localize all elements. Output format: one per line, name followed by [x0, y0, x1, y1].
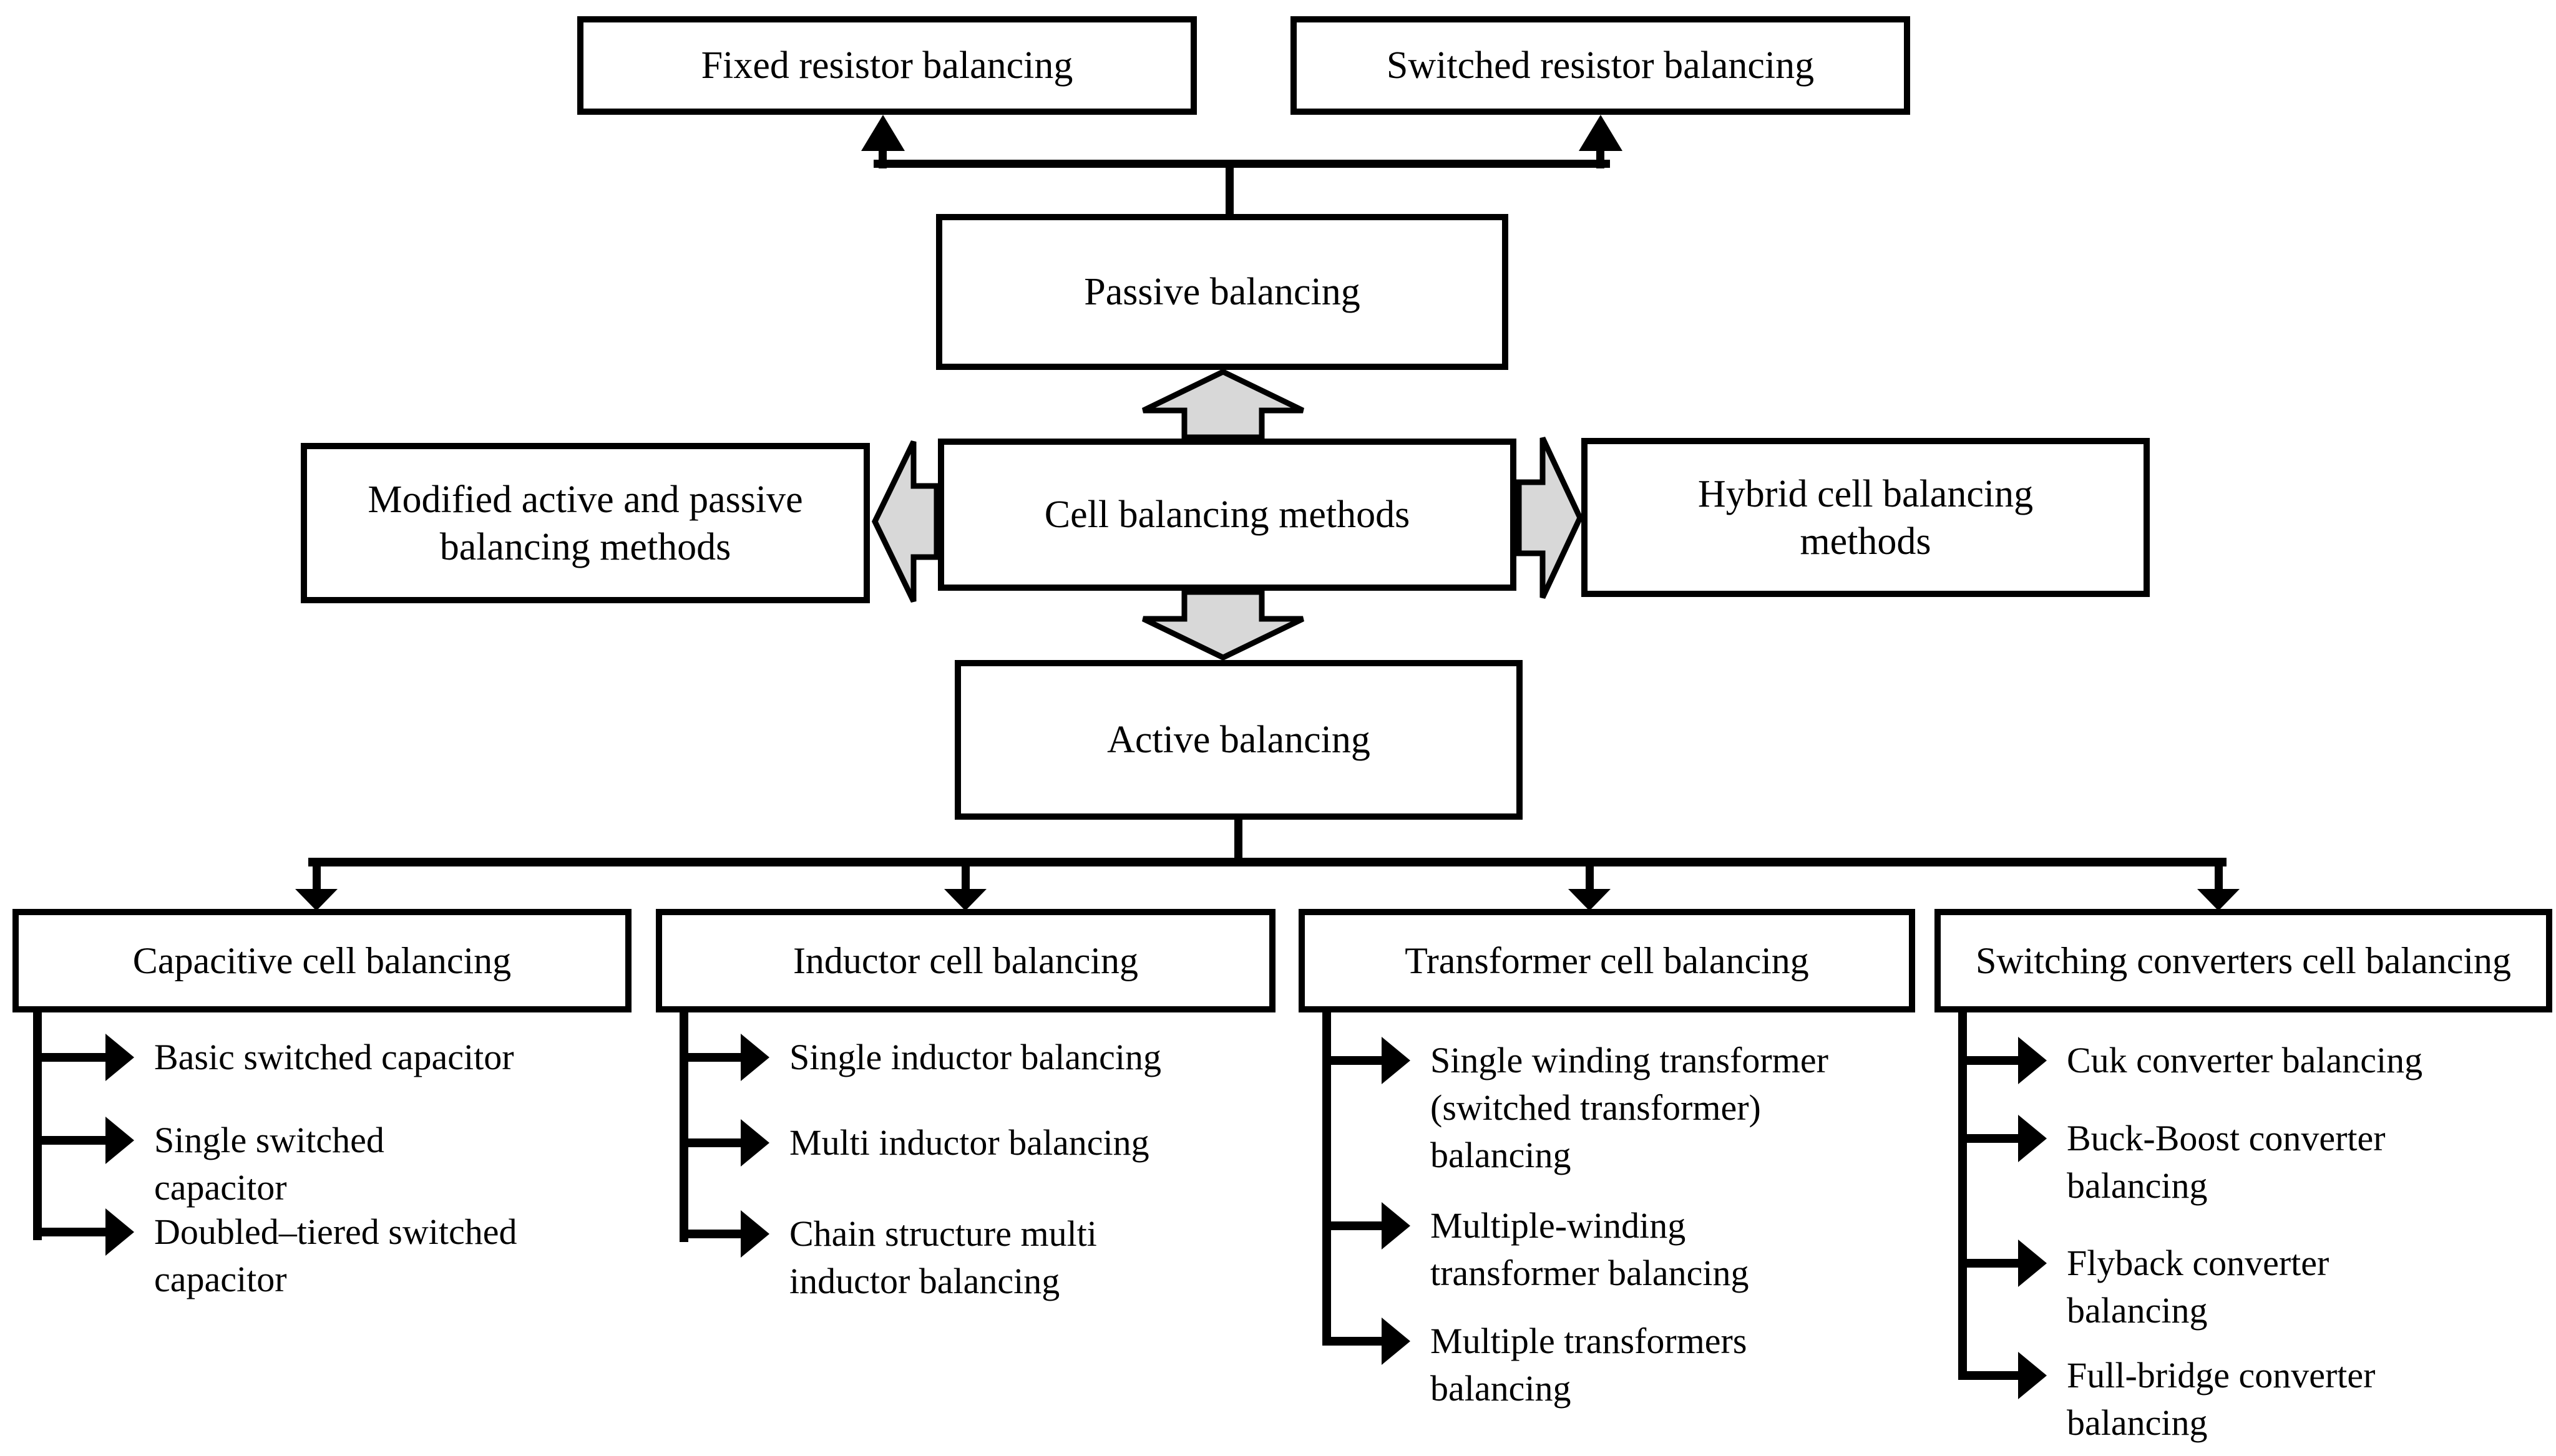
bottom-tree-stem-2 [962, 865, 970, 893]
list-item-basic-switched-capacitor: Basic switched capacitor [154, 1037, 514, 1077]
transformer-item-line-2 [1322, 1221, 1385, 1230]
box-cell-balancing-methods-label: Cell balancing methods [1044, 493, 1410, 536]
box-fixed-resistor-balancing-label: Fixed resistor balancing [701, 44, 1073, 87]
list-item-single-switched-capacitor: Single switched capacitor [154, 1120, 384, 1208]
transformer-item-arrowhead-2-icon [1382, 1202, 1410, 1250]
capacitive-item-line-3 [33, 1228, 108, 1236]
passive-top-stem [1226, 166, 1234, 216]
box-switching-converters-cell-balancing: Switching converters cell balancing [1934, 909, 2552, 1012]
switching-item-arrowhead-1-icon [2018, 1037, 2047, 1084]
list-item-multiple-winding-transformer: Multiple-winding transformer balancing [1430, 1205, 1749, 1293]
list-item-buck-boost-converter-balancing: Buck-Boost converter balancing [2067, 1118, 2386, 1206]
capacitive-item-line-1 [33, 1053, 108, 1062]
box-capacitive-cell-balancing: Capacitive cell balancing [12, 909, 632, 1012]
list-item-cuk-converter-balancing: Cuk converter balancing [2067, 1040, 2423, 1080]
box-transformer-cell-balancing: Transformer cell balancing [1299, 909, 1915, 1012]
transformer-vertical-line [1322, 1008, 1331, 1346]
switching-item-arrowhead-3-icon [2018, 1240, 2047, 1287]
list-item-multiple-transformers-balancing: Multiple transformers balancing [1430, 1321, 1747, 1409]
box-hybrid-cell-balancing: Hybrid cell balancing methods [1581, 438, 2150, 597]
switching-vertical-line [1958, 1008, 1967, 1380]
box-passive-balancing-label: Passive balancing [1084, 271, 1360, 313]
bottom-tree-stem-4 [2215, 865, 2223, 893]
block-arrow-left-icon [871, 440, 940, 603]
transformer-item-arrowhead-3-icon [1382, 1318, 1410, 1365]
block-arrow-right-icon [1516, 437, 1583, 599]
list-item-multi-inductor-balancing: Multi inductor balancing [789, 1122, 1149, 1163]
box-modified-active-passive-label: Modified active and passive balancing me… [368, 478, 803, 568]
active-bottom-stem [1234, 818, 1242, 860]
switching-item-arrowhead-4-icon [2018, 1352, 2047, 1399]
list-item-single-inductor-balancing: Single inductor balancing [789, 1037, 1161, 1077]
arrowhead-down-to-capacitive-icon [295, 889, 338, 911]
inductor-vertical-line [680, 1008, 688, 1242]
box-switched-resistor-balancing-label: Switched resistor balancing [1386, 44, 1815, 87]
bottom-tree-stem-3 [1586, 865, 1594, 893]
switching-item-line-2 [1958, 1134, 2022, 1143]
inductor-item-arrowhead-2-icon [741, 1119, 769, 1167]
capacitive-item-arrowhead-3-icon [105, 1208, 134, 1256]
box-cell-balancing-methods: Cell balancing methods [938, 439, 1516, 591]
list-item-single-winding-transformer: Single winding transformer (switched tra… [1430, 1040, 1828, 1175]
box-active-balancing: Active balancing [955, 660, 1523, 820]
transformer-item-line-3 [1322, 1337, 1385, 1346]
block-arrow-down-icon [1142, 589, 1304, 661]
box-passive-balancing: Passive balancing [936, 214, 1508, 370]
box-inductor-cell-balancing: Inductor cell balancing [656, 909, 1276, 1012]
arrowhead-down-to-inductor-icon [944, 889, 987, 911]
bottom-tree-horizontal-line [308, 858, 2227, 866]
arrowhead-up-to-switched-resistor-icon [1579, 115, 1622, 151]
box-switched-resistor-balancing: Switched resistor balancing [1290, 16, 1910, 115]
switching-item-line-3 [1958, 1259, 2022, 1268]
capacitive-item-arrowhead-2-icon [105, 1117, 134, 1164]
box-capacitive-cell-balancing-label: Capacitive cell balancing [132, 940, 512, 981]
capacitive-vertical-line [33, 1008, 42, 1240]
switching-item-line-1 [1958, 1056, 2022, 1065]
inductor-item-line-1 [680, 1053, 744, 1062]
box-transformer-cell-balancing-label: Transformer cell balancing [1405, 940, 1809, 981]
inductor-item-line-3 [680, 1230, 744, 1238]
transformer-item-line-1 [1322, 1056, 1385, 1065]
top-tree-horizontal-line [874, 160, 1610, 168]
switching-item-arrowhead-2-icon [2018, 1115, 2047, 1162]
box-hybrid-cell-balancing-label: Hybrid cell balancing methods [1697, 472, 2034, 563]
inductor-item-arrowhead-3-icon [741, 1210, 769, 1258]
list-item-flyback-converter-balancing: Flyback converter balancing [2067, 1243, 2329, 1331]
inductor-item-line-2 [680, 1138, 744, 1147]
list-item-full-bridge-converter-balancing: Full-bridge converter balancing [2067, 1355, 2376, 1443]
transformer-item-arrowhead-1-icon [1382, 1037, 1410, 1084]
capacitive-item-arrowhead-1-icon [105, 1034, 134, 1081]
box-modified-active-passive: Modified active and passive balancing me… [301, 443, 870, 603]
box-fixed-resistor-balancing: Fixed resistor balancing [577, 16, 1197, 115]
block-arrow-up-icon [1142, 368, 1304, 440]
list-item-chain-structure-multi-inductor: Chain structure multi inductor balancing [789, 1213, 1097, 1301]
bottom-tree-stem-1 [313, 865, 321, 893]
capacitive-item-line-2 [33, 1136, 108, 1145]
list-item-doubled-tiered-switched-capacitor: Doubled–tiered switched capacitor [154, 1211, 517, 1299]
switching-item-line-4 [1958, 1371, 2022, 1380]
arrowhead-down-to-switching-icon [2197, 889, 2240, 911]
box-active-balancing-label: Active balancing [1107, 719, 1370, 761]
box-inductor-cell-balancing-label: Inductor cell balancing [793, 940, 1139, 981]
box-switching-converters-cell-balancing-label: Switching converters cell balancing [1975, 940, 2512, 981]
arrowhead-down-to-transformer-icon [1568, 889, 1611, 911]
inductor-item-arrowhead-1-icon [741, 1034, 769, 1081]
arrowhead-up-to-fixed-resistor-icon [861, 115, 905, 151]
